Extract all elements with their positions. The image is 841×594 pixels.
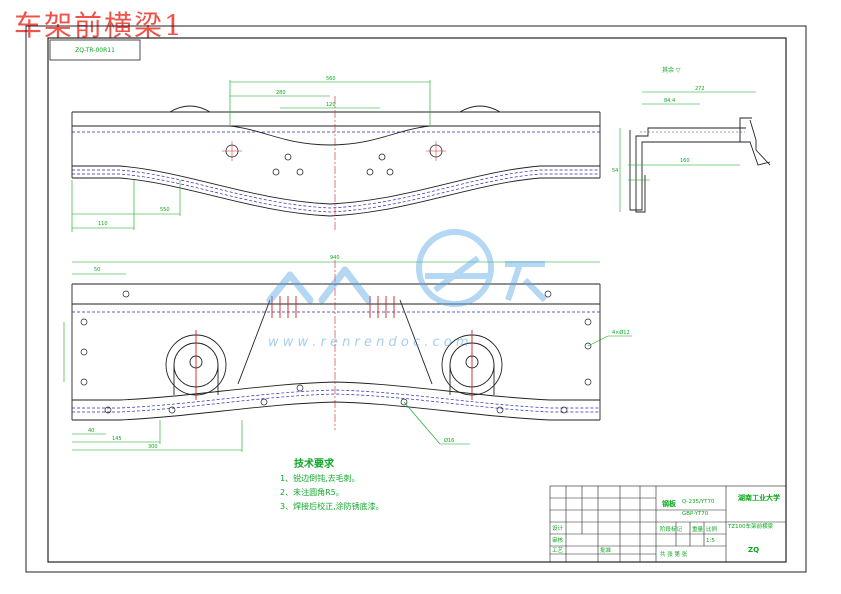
svg-text:280: 280 [276,90,286,96]
tech-heading: 技术要求 [294,459,334,470]
front-hidden-lines [72,131,600,213]
sheet-label: 共 张 第 张 [660,550,688,558]
svg-text:550: 550 [160,207,170,213]
drawing-number-box [49,39,141,61]
svg-text:560: 560 [326,76,336,82]
drawing-code: ZQ [748,546,759,554]
process-label: 工艺 [552,547,564,554]
surface-mark: 其余 ▽ [662,66,681,74]
stage-label: 阶段标记 [660,525,683,533]
plan-holes [80,290,592,414]
plan-hidden-lines [72,311,600,413]
svg-text:940: 940 [330,255,340,261]
material-right: Q-235/YT70 [682,499,715,505]
svg-text:145: 145 [112,436,122,442]
svg-text:300: 300 [148,444,158,450]
svg-text:84.4: 84.4 [664,98,675,104]
svg-text:110: 110 [98,221,108,227]
part-name: TZ100车架前横梁 [727,522,774,530]
drawing-number: ZQ-TR-00R11 [75,47,115,54]
front-hole-centers [222,141,446,161]
front-dimensions [71,80,431,232]
scale-value: 1:5 [706,538,715,544]
plan-dimensions [63,261,632,452]
svg-text:120: 120 [326,102,336,108]
designer-label: 设计 [552,524,564,532]
svg-text:Ø16: Ø16 [444,437,454,444]
technical-requirements: 技术要求 1、锐边倒钝,去毛刺。 2、未注圆角R5。 3、焊接后校正,涂防锈底漆… [280,458,384,514]
front-view [71,105,601,217]
approve-label: 批准 [600,546,612,554]
side-dimensions [619,91,756,212]
tech-item: 1、锐边倒钝,去毛刺。 [280,474,360,483]
scale-label: 比例 [706,525,718,533]
tech-item: 2、未注圆角R5。 [280,488,344,497]
svg-text:160: 160 [680,158,690,164]
side-section [629,117,771,213]
review-label: 审核 [552,536,564,544]
material-left: 钢板 [662,499,677,508]
inner-border [47,37,787,563]
outer-border [25,25,807,573]
svg-text:272: 272 [695,86,705,92]
svg-text:4×Ø12: 4×Ø12 [612,329,630,336]
front-dim-text: 560 280 120 550 110 [98,76,336,227]
svg-text:50: 50 [94,267,100,273]
weight-label: 重量 [692,525,704,533]
tech-item: 3、焊接后校正,涂防锈底漆。 [280,502,384,511]
svg-text:40: 40 [88,428,94,434]
material-standard: GBP-YT70 [682,511,709,517]
svg-text:54: 54 [612,168,618,174]
school-name: 湖南工业大学 [738,493,780,502]
plan-weld-marks [195,296,473,400]
